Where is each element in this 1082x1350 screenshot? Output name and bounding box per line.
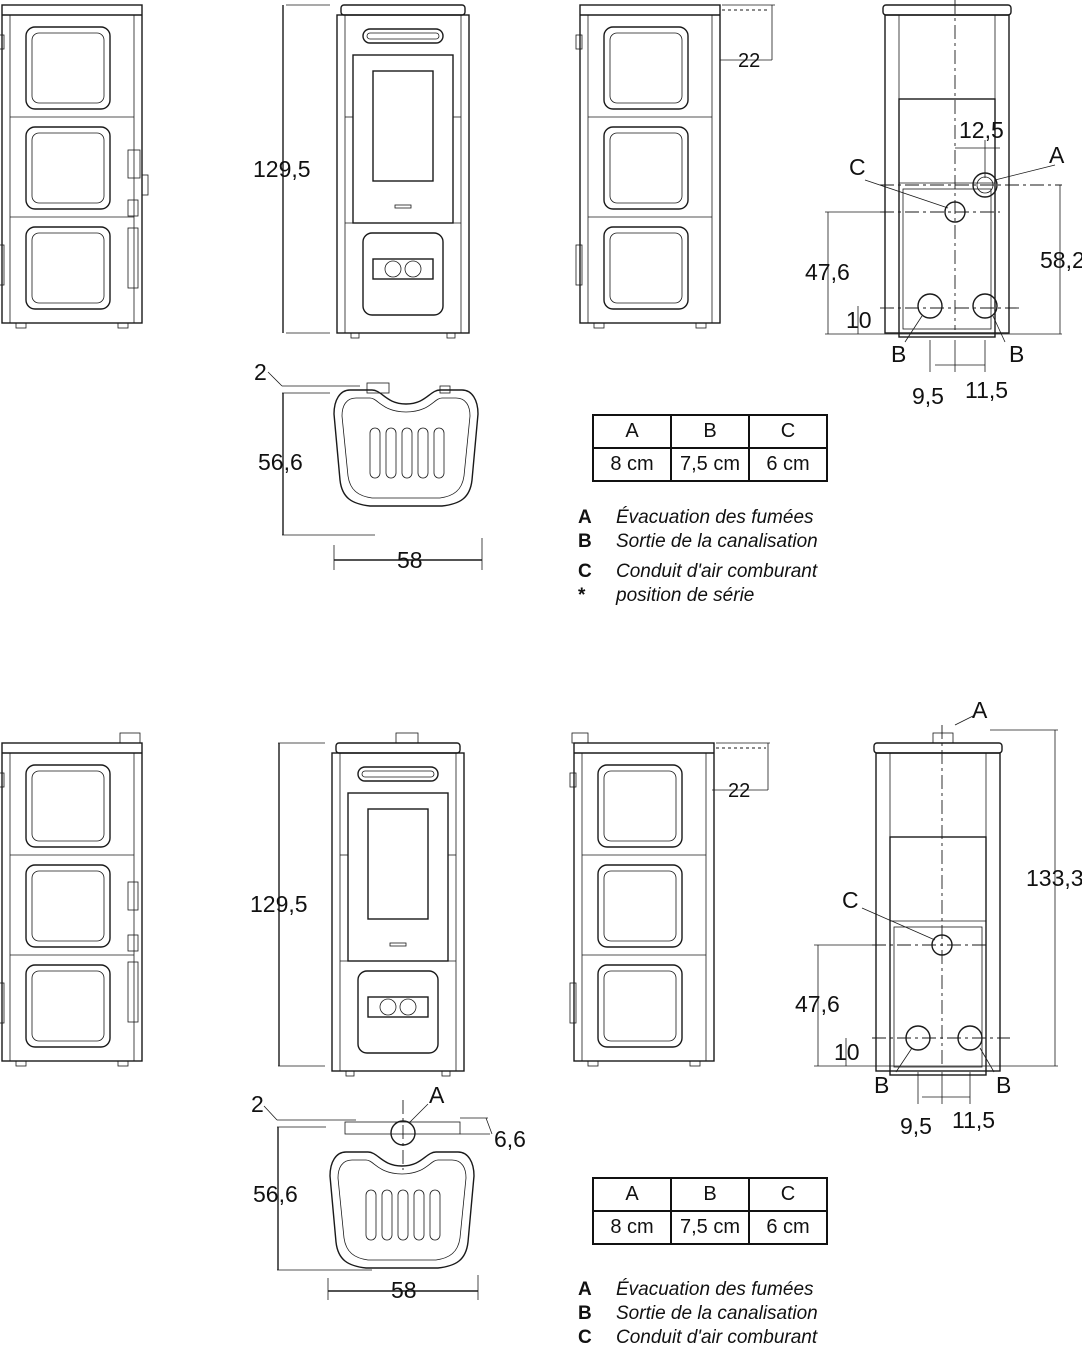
legend-text: Sortie de la canalisation xyxy=(616,1303,818,1324)
top-callout-b-right: B xyxy=(1009,341,1024,367)
legend-key: * xyxy=(578,585,586,606)
bottom-b-height-dim: 10 xyxy=(834,1039,860,1065)
bottom-front-view xyxy=(278,732,465,1077)
bottom-callout-a-plan: A xyxy=(429,1082,445,1108)
top-side-view-right xyxy=(575,4,775,329)
table-header-cell: A xyxy=(592,414,672,449)
top-front-view xyxy=(282,4,470,339)
top-callout-a: A xyxy=(1049,142,1065,168)
legend-item: B Sortie de la canalisation xyxy=(578,1302,818,1326)
top-depth-gap-dim: 2 xyxy=(254,359,267,385)
table-cell: 8 cm xyxy=(592,1210,672,1245)
table-header-cell: C xyxy=(748,1177,828,1212)
top-callout-b-left: B xyxy=(891,341,906,367)
legend-text: Conduit d'air comburant xyxy=(616,1327,818,1348)
table-cell: 6 cm xyxy=(748,447,828,482)
bottom-callout-b-right: B xyxy=(996,1072,1011,1098)
table-header-cell: B xyxy=(670,1177,750,1212)
top-c-height-dim: 47,6 xyxy=(805,259,850,285)
table-cell: 7,5 cm xyxy=(670,447,750,482)
top-depth-dim: 56,6 xyxy=(258,449,303,475)
bottom-depth-dim: 56,6 xyxy=(253,1181,298,1207)
legend-item: B Sortie de la canalisation xyxy=(578,530,818,554)
table-header-cell: C xyxy=(748,414,828,449)
legend-key: A xyxy=(578,507,592,528)
top-a-offset-dim: 12,5 xyxy=(959,117,1004,143)
top-spec-table: A B C 8 cm 7,5 cm 6 cm xyxy=(592,414,828,482)
table-cell: 7,5 cm xyxy=(670,1210,750,1245)
bottom-width-dim: 58 xyxy=(391,1277,417,1303)
bottom-b-right-dim: 11,5 xyxy=(952,1107,995,1133)
bottom-a-depth-dim: 6,6 xyxy=(494,1126,526,1152)
legend-item: * position de série xyxy=(578,584,818,608)
legend-text: Sortie de la canalisation xyxy=(616,531,818,552)
table-row: 8 cm 7,5 cm 6 cm xyxy=(592,447,828,482)
bottom-spec-table: A B C 8 cm 7,5 cm 6 cm xyxy=(592,1177,828,1245)
legend-key: C xyxy=(578,1327,592,1348)
legend-item: A Évacuation des fumées xyxy=(578,1278,818,1302)
table-header-cell: B xyxy=(670,414,750,449)
bottom-offset-back-dim: 22 xyxy=(728,780,750,802)
legend-text: Évacuation des fumées xyxy=(616,1279,814,1300)
bottom-height-dim: 129,5 xyxy=(250,891,308,917)
top-a-height-dim: 58,2 xyxy=(1040,247,1082,273)
legend-key: B xyxy=(578,1303,592,1324)
top-plan-view xyxy=(267,371,483,570)
bottom-depth-gap-dim: 2 xyxy=(251,1091,264,1117)
bottom-b-left-dim: 9,5 xyxy=(900,1113,932,1139)
legend-item: C Conduit d'air comburant xyxy=(578,560,818,584)
bottom-side-view-left xyxy=(0,732,143,1067)
legend-text: Évacuation des fumées xyxy=(616,507,814,528)
table-header-row: A B C xyxy=(592,1177,828,1212)
top-offset-back-dim: 22 xyxy=(738,50,760,72)
legend-item: C Conduit d'air comburant xyxy=(578,1326,818,1350)
top-rear-view xyxy=(825,0,1062,372)
top-callout-c: C xyxy=(849,154,866,180)
bottom-c-height-dim: 47,6 xyxy=(795,991,840,1017)
table-cell: 8 cm xyxy=(592,447,672,482)
bottom-callout-c: C xyxy=(842,887,859,913)
bottom-rear-view xyxy=(814,714,1058,1104)
top-side-view-left xyxy=(0,4,149,329)
top-b-left-dim: 9,5 xyxy=(912,383,944,409)
top-width-dim: 58 xyxy=(397,547,423,573)
bottom-callout-a-top: A xyxy=(972,697,988,723)
bottom-plan-view xyxy=(263,1100,493,1300)
legend-key: C xyxy=(578,561,592,582)
bottom-total-height-dim: 133,3 xyxy=(1026,865,1082,891)
legend-key: B xyxy=(578,531,592,552)
table-row: 8 cm 7,5 cm 6 cm xyxy=(592,1210,828,1245)
legend-key: A xyxy=(578,1279,592,1300)
top-height-dim: 129,5 xyxy=(253,156,311,182)
top-b-height-dim: 10 xyxy=(846,307,872,333)
top-b-right-dim: 11,5 xyxy=(965,377,1008,403)
legend-text: position de série xyxy=(616,585,755,606)
bottom-legend: A Évacuation des fumées B Sortie de la c… xyxy=(578,1278,818,1350)
legend-item: A Évacuation des fumées xyxy=(578,506,818,530)
bottom-side-view-right xyxy=(569,732,770,1067)
table-cell: 6 cm xyxy=(748,1210,828,1245)
table-header-cell: A xyxy=(592,1177,672,1212)
top-legend: A Évacuation des fumées B Sortie de la c… xyxy=(578,506,818,608)
legend-text: Conduit d'air comburant xyxy=(616,561,818,582)
table-header-row: A B C xyxy=(592,414,828,449)
bottom-callout-b-left: B xyxy=(874,1072,889,1098)
